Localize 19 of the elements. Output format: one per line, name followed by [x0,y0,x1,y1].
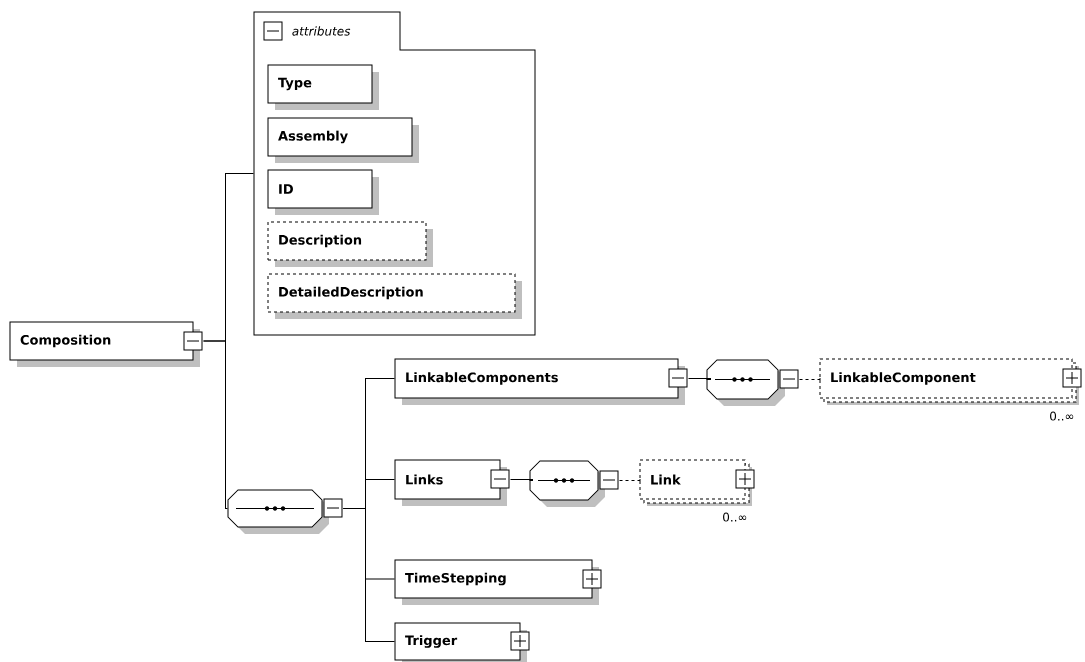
element-box: Assembly [267,117,419,163]
element-box: TimeStepping [394,559,599,605]
element-box: Composition [9,321,200,367]
connector [799,378,822,380]
element-box: LinkableComponent [819,358,1079,405]
element-box: LinkableComponents [394,358,685,405]
connector [688,378,711,380]
element-box: Type [267,64,379,110]
connector [510,479,533,481]
group-label: attributes [292,26,351,36]
connector [203,340,228,509]
element-box: DetailedDescription [267,273,522,319]
multiplicity-label: 0..∞ [1050,411,1074,421]
connector [619,479,642,481]
element-box: Description [267,221,433,267]
multiplicity-label: 0..∞ [723,512,747,522]
connector [343,508,395,642]
element-box: Trigger [394,622,527,662]
element-box: ID [267,169,379,215]
